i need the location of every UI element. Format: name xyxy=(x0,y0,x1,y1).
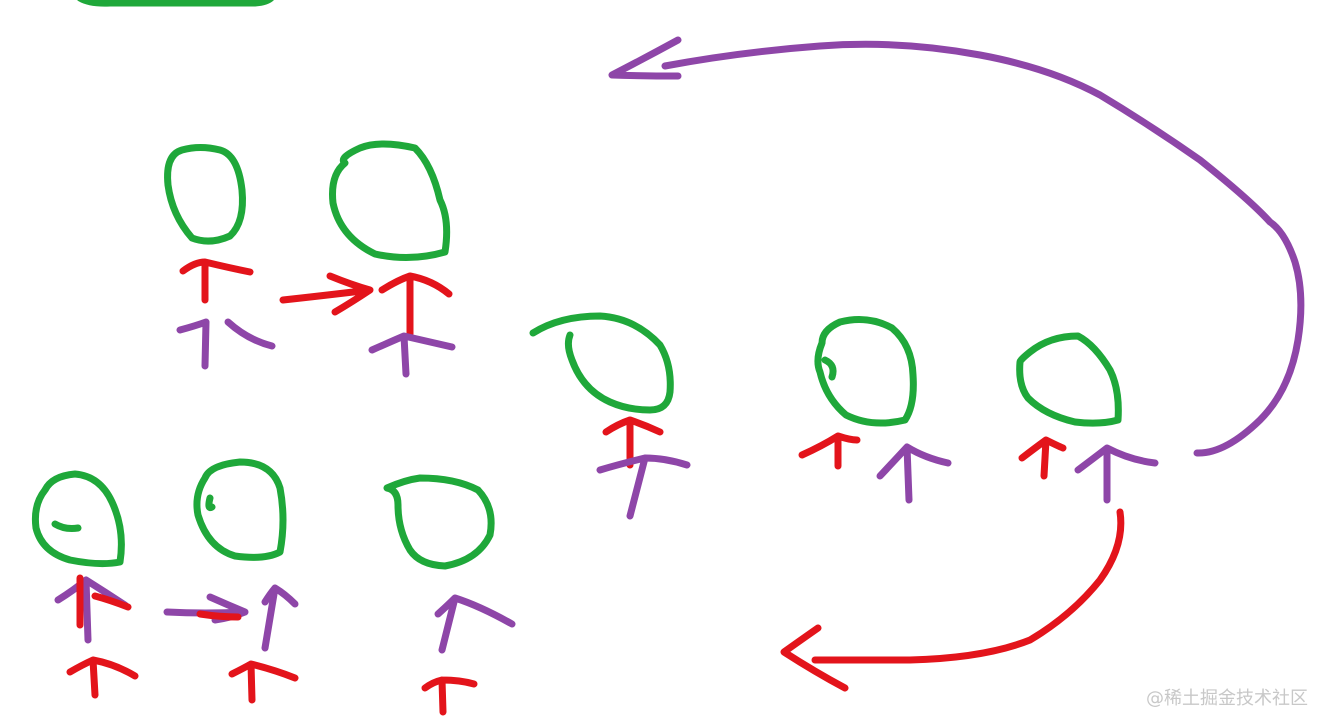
figure-upper-left-2 xyxy=(329,140,456,378)
red-arrow-overlay xyxy=(76,574,132,629)
figure-upper-left-1 xyxy=(164,144,276,370)
watermark-text: @稀土掘金技术社区 xyxy=(1146,688,1308,709)
red-arrow xyxy=(378,272,453,338)
green-head-circle xyxy=(31,470,125,568)
red-arrow xyxy=(798,432,861,470)
green-head-circle xyxy=(164,144,246,245)
green-head-circle xyxy=(529,312,674,414)
red-arrow-bottom xyxy=(66,656,139,699)
red-arrow-bottom xyxy=(228,660,299,704)
figure-middle-tilted xyxy=(529,312,691,520)
red-arrow xyxy=(179,258,254,304)
purple-big-curved-arrow xyxy=(608,36,1305,457)
figure-right-2 xyxy=(1016,332,1159,504)
purple-arrow xyxy=(596,454,691,520)
purple-arrow xyxy=(368,332,456,378)
purple-arrow xyxy=(876,443,952,504)
red-connector-arrow xyxy=(279,272,374,316)
purple-arrow xyxy=(1074,444,1159,504)
green-head-circle xyxy=(193,458,287,561)
red-arrow xyxy=(602,416,664,469)
purple-arrow xyxy=(176,318,276,370)
figure-lower-left-1 xyxy=(31,470,139,699)
purple-arrow xyxy=(261,584,299,652)
green-head-circle xyxy=(1016,332,1122,427)
red-connector-underlay xyxy=(196,610,242,621)
red-big-curved-arrow xyxy=(780,508,1125,692)
figure-lower-left-3 xyxy=(383,474,516,716)
figure-right-1 xyxy=(798,316,952,504)
red-arrow xyxy=(1018,436,1067,480)
figure-lower-left-2 xyxy=(193,458,299,704)
red-arrow-bottom xyxy=(421,676,478,716)
green-head-circle xyxy=(814,316,917,427)
purple-arrow xyxy=(434,594,516,654)
green-head-circle xyxy=(383,474,495,570)
top-edge-green-fragment xyxy=(77,0,274,7)
purple-arrow xyxy=(54,576,129,644)
green-head-circle xyxy=(329,140,451,262)
